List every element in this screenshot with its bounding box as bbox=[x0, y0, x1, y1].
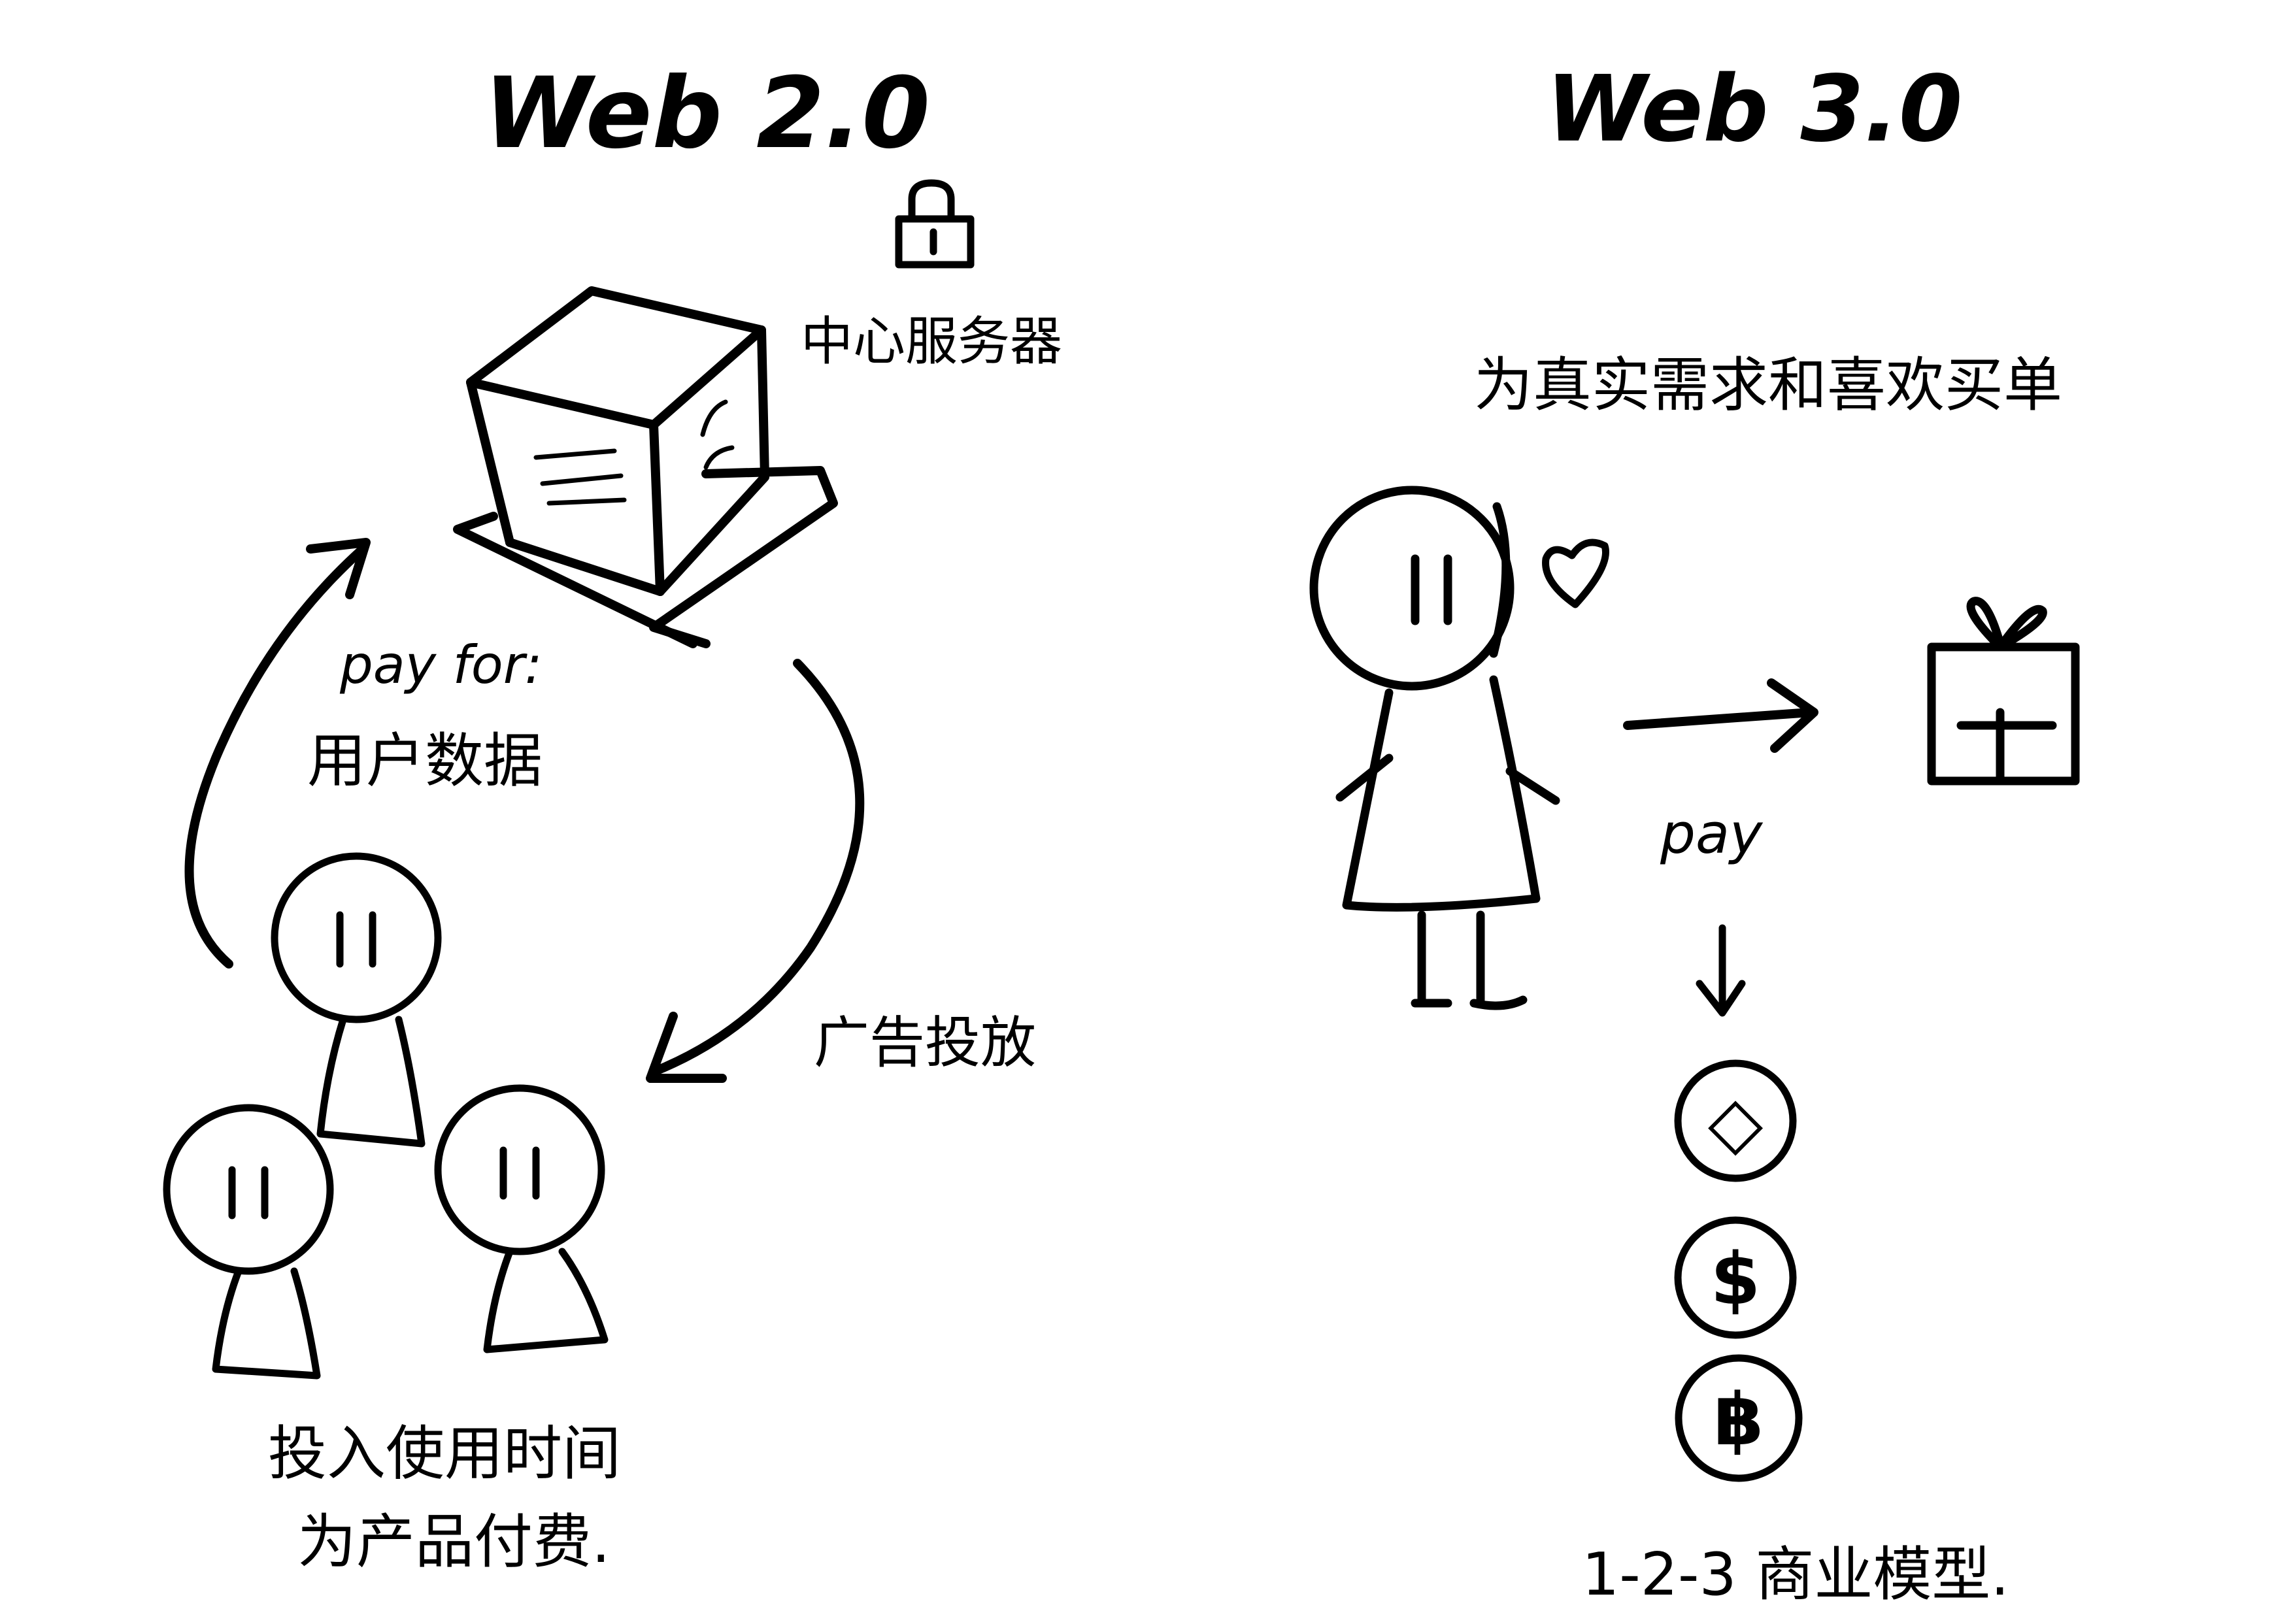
ads-label: 广告投放 bbox=[814, 1011, 1036, 1076]
web2-section: Web 2.0 中心服务器 bbox=[163, 57, 1062, 1576]
person-icon bbox=[1309, 486, 1560, 1010]
coin-symbol: ◇ bbox=[1708, 1080, 1764, 1164]
web2-title: Web 2.0 bbox=[484, 57, 930, 171]
web3-title: Web 3.0 bbox=[1546, 56, 1962, 163]
caption-line-2: 为产品付费. bbox=[297, 1508, 611, 1576]
pay-for-item: 用户数据 bbox=[307, 727, 543, 795]
business-model-label: 1-2-3 商业模型. bbox=[1582, 1540, 2009, 1609]
coin-dollar-icon: $ bbox=[1674, 1216, 1797, 1339]
arrow-down-icon bbox=[646, 659, 865, 1083]
pay-label: pay bbox=[1660, 802, 1764, 867]
caption-line-1: 投入使用时间 bbox=[268, 1419, 621, 1488]
coin-diamond-icon: ◇ bbox=[1674, 1059, 1797, 1182]
pay-for-label: pay for: bbox=[339, 635, 543, 695]
server-label: 中心服务器 bbox=[801, 311, 1062, 372]
heart-icon bbox=[1542, 539, 1609, 608]
coin-symbol: $ bbox=[1711, 1237, 1761, 1321]
lock-icon bbox=[895, 179, 975, 269]
gift-icon bbox=[1927, 597, 2080, 786]
server-icon bbox=[453, 286, 838, 648]
arrow-down-small-icon bbox=[1696, 924, 1746, 1017]
coin-symbol: ฿ bbox=[1714, 1378, 1764, 1461]
web3-section: Web 3.0 为真实需求和喜欢买单 bbox=[1309, 56, 2080, 1609]
user-icon bbox=[434, 1084, 609, 1353]
arrow-up-icon bbox=[184, 538, 371, 969]
coin-baht-icon: ฿ bbox=[1675, 1354, 1803, 1482]
user-icon bbox=[163, 1104, 334, 1380]
need-label: 为真实需求和喜欢买单 bbox=[1474, 351, 2062, 420]
arrow-right-icon bbox=[1623, 678, 1818, 753]
user-icon bbox=[271, 852, 442, 1148]
